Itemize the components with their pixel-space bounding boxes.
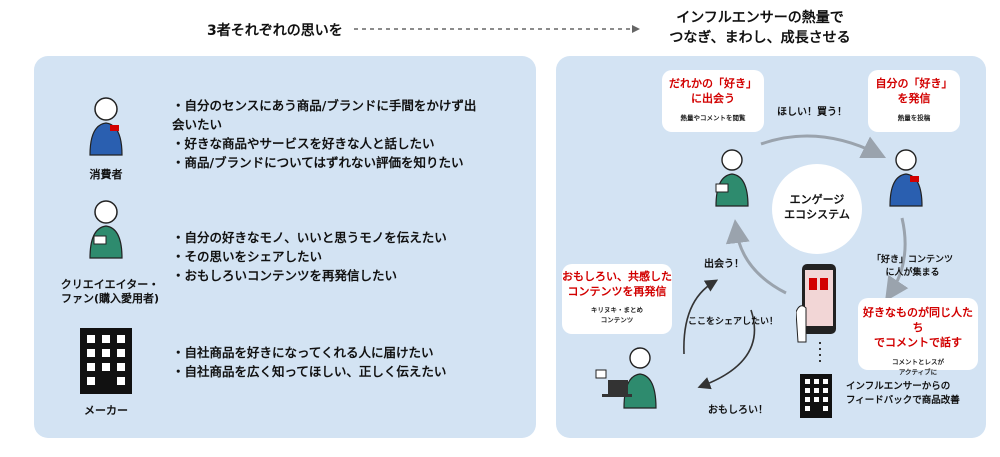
label-meet: 出会う！ <box>704 259 744 270</box>
maker-building-icon <box>80 328 132 394</box>
creator-label: クリエイエイター・ ファン(購入愛用者) <box>60 278 160 305</box>
bubble-meet-favorite: だれかの「好き」 に出会う 熱量やコメントを閲覧 <box>662 70 764 132</box>
label-share-here: ここをシェアしたい！ <box>688 317 779 327</box>
engage-ecosystem-circle: エンゲージ エコシステム <box>772 164 862 254</box>
consumer-person-icon-right <box>889 149 923 207</box>
maker-building-icon-right <box>800 374 832 418</box>
creator-person-icon <box>89 200 123 259</box>
label-want-buy: ほしい！買う！ <box>777 107 847 118</box>
bubble-share-favorite: 自分の「好き」 を発信 熱量を投稿 <box>868 70 960 132</box>
dashed-arrow <box>354 25 640 33</box>
bubble-repost-content: おもしろい、共感した コンテンツを再発信 キリヌキ・まとめ コンテンツ <box>562 264 672 334</box>
maker-bullets: ・自社商品を好きになってくれる人に届けたい ・自社商品を広く知ってほしい、正しく… <box>172 345 447 379</box>
label-interesting: おもしろい！ <box>708 405 768 416</box>
consumer-person-icon <box>89 97 123 156</box>
consumer-label: 消費者 <box>89 168 123 181</box>
maker-label: メーカー <box>84 404 128 417</box>
cycle-arrows <box>683 134 909 390</box>
bubble-comment-talk: 好きなものが同じ人たち でコメントで話す コメントとレスが アクティブに <box>858 298 978 376</box>
creator-laptop-icon <box>595 347 657 409</box>
smartphone-icon <box>796 264 836 343</box>
label-contents-gather: 「好き」コンテンツ に人が集まる <box>872 255 954 278</box>
left-header-title: 3者それぞれの思いを <box>207 23 343 39</box>
label-feedback: インフルエンサーからの フィードバックで商品改善 <box>846 381 960 406</box>
creator-bullets: ・自分の好きなモノ、いいと思うモノを伝えたい ・その思いをシェアしたい ・おもし… <box>172 230 447 283</box>
creator-person-icon-right <box>715 149 749 207</box>
consumer-bullets: ・自分のセンスにあう商品/ブランドに手間をかけず出 会いたい ・好きな商品やサー… <box>172 98 477 170</box>
right-header-title: インフルエンサーの熱量で つなぎ、まわし、成長させる <box>669 10 851 46</box>
